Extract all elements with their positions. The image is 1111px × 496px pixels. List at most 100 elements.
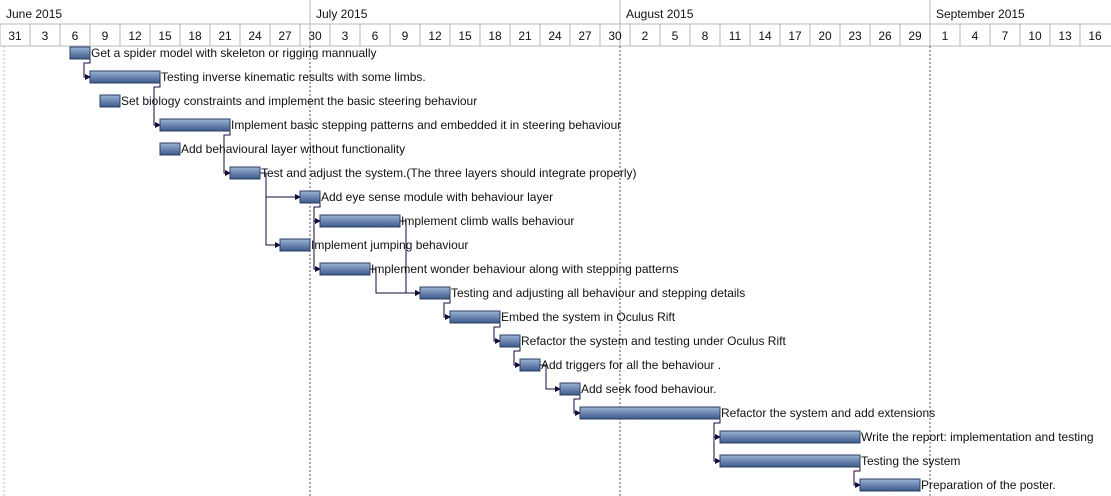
dependency-arrow (223, 131, 231, 176)
day-tick-label: 21 (518, 29, 532, 43)
day-tick-label: 5 (672, 29, 679, 43)
day-tick-label: 24 (548, 29, 562, 43)
day-tick-label: 13 (1058, 29, 1072, 43)
task-bar (159, 118, 231, 132)
day-tick-label: 26 (878, 29, 892, 43)
dependency-arrow (83, 59, 91, 80)
day-tick-label: 30 (608, 29, 622, 43)
day-tick-label: 9 (102, 29, 109, 43)
dependency-arrow (713, 419, 721, 440)
task-label: Testing inverse kinematic results with s… (161, 70, 426, 84)
task-bar (279, 238, 311, 252)
task-bar (229, 166, 261, 180)
dependency-arrow (260, 172, 281, 248)
dependency-arrow (513, 347, 521, 368)
grid-lines (3, 46, 931, 496)
day-tick-label: 23 (848, 29, 862, 43)
task-label: Implement jumping behaviour (311, 238, 468, 252)
day-tick-label: 12 (128, 29, 142, 43)
day-tick-label: 15 (458, 29, 472, 43)
task-label: Preparation of the poster. (921, 478, 1056, 492)
dependency-arrow (153, 83, 161, 128)
month-label: June 2015 (6, 7, 62, 21)
task-bar (499, 334, 521, 348)
task-label: Add seek food behaviour. (581, 382, 716, 396)
timeline-header: June 2015 July 2015 August 2015 September 2… (0, 0, 1111, 47)
day-tick-label: 1 (942, 29, 949, 43)
dependency-arrow (573, 395, 581, 416)
dependency-arrow (493, 323, 501, 344)
day-tick-label: 11 (729, 29, 742, 43)
day-tick-label: 21 (218, 29, 232, 43)
day-tick-label: 7 (1002, 29, 1009, 43)
day-tick-label: 3 (342, 29, 349, 43)
dependency-arrow (540, 364, 561, 392)
task-bar (69, 46, 91, 60)
day-tick-label: 6 (372, 29, 379, 43)
task-label: Testing and adjusting all behaviour and … (451, 286, 745, 300)
task-label: Add behavioural layer without functional… (181, 142, 405, 156)
day-tick-label: 18 (188, 29, 202, 43)
task-label: Embed the system in Oculus Rift (501, 310, 676, 324)
day-tick-label: 6 (72, 29, 79, 43)
task-bar (159, 142, 181, 156)
day-tick-label: 14 (758, 29, 772, 43)
day-tick-label: 12 (428, 29, 442, 43)
day-tick-label: 29 (908, 29, 922, 43)
task-label: Refactor the system and testing under Oc… (521, 334, 786, 348)
task-label: Get a spider model with skeleton or rigg… (91, 46, 376, 60)
task-label: Implement climb walls behaviour (401, 214, 574, 228)
dependency-lines (83, 59, 861, 488)
month-label: July 2015 (316, 7, 368, 21)
day-tick-label: 15 (158, 29, 172, 43)
task-bars (69, 46, 921, 492)
day-tick-label: 17 (788, 29, 802, 43)
task-bar (719, 454, 861, 468)
day-tick-label: 18 (488, 29, 502, 43)
task-bar (519, 358, 541, 372)
task-label: Implement basic stepping patterns and em… (231, 118, 621, 132)
task-bar (719, 430, 861, 444)
task-bar (419, 286, 451, 300)
dependency-arrow (370, 268, 421, 296)
day-tick-label: 16 (1088, 29, 1102, 43)
task-bar (859, 478, 921, 492)
dependency-arrow (313, 203, 321, 272)
task-bar (449, 310, 501, 324)
task-bar (559, 382, 581, 396)
header-background (0, 0, 1111, 46)
task-label: Testing the system (861, 454, 960, 468)
day-tick-label: 27 (278, 29, 292, 43)
month-label: September 2015 (936, 7, 1025, 21)
task-bar (319, 262, 371, 276)
task-label: Set biology constraints and implement th… (121, 94, 477, 108)
day-tick-label: 30 (308, 29, 322, 43)
dependency-arrow (313, 203, 321, 224)
month-label: August 2015 (626, 7, 694, 21)
task-label: Add triggers for all the behaviour . (541, 358, 721, 372)
task-bar (299, 190, 321, 204)
task-bar (319, 214, 401, 228)
day-tick-label: 3 (42, 29, 49, 43)
day-tick-label: 10 (1028, 29, 1042, 43)
task-label: Refactor the system and add extensions (721, 406, 935, 420)
dependency-arrow (400, 220, 421, 296)
dependency-arrow (443, 299, 451, 320)
day-tick-label: 8 (702, 29, 709, 43)
day-tick-label: 20 (818, 29, 832, 43)
day-tick-label: 24 (248, 29, 262, 43)
task-bar (579, 406, 721, 420)
task-labels: Get a spider model with skeleton or rigg… (91, 46, 1094, 492)
dependency-arrow (853, 467, 861, 488)
task-label: Write the report: implementation and tes… (861, 430, 1094, 444)
task-bar (99, 94, 121, 108)
task-label: Implement wonder behaviour along with st… (371, 262, 679, 276)
task-bar (89, 70, 161, 84)
task-label: Test and adjust the system.(The three la… (261, 166, 637, 180)
day-tick-label: 2 (642, 29, 649, 43)
task-label: Add eye sense module with behaviour laye… (321, 190, 553, 204)
day-tick-label: 4 (972, 29, 979, 43)
day-tick-label: 31 (8, 29, 22, 43)
day-tick-label: 27 (578, 29, 592, 43)
